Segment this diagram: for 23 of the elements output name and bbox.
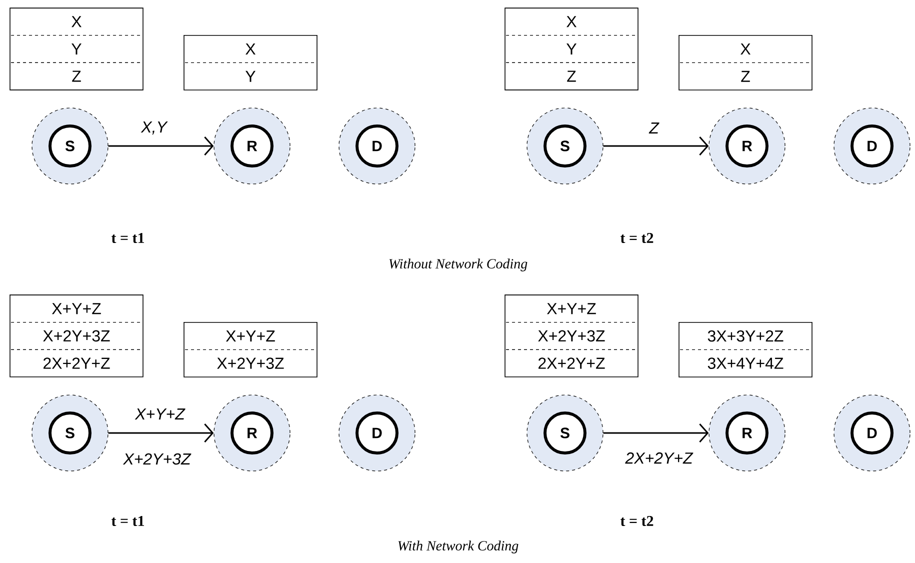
edge-label: 2X+2Y+Z xyxy=(625,452,694,464)
arrow xyxy=(603,136,709,156)
arrow xyxy=(108,424,214,442)
time-label: t = t2 xyxy=(620,232,654,244)
edge-label: X+Y+Z xyxy=(134,408,186,420)
edge-label: X,Y xyxy=(140,121,168,135)
buffer-table: X+Y+Z X+2Y+3Z xyxy=(184,322,318,378)
packet-label: X+2Y+3Z xyxy=(122,453,192,465)
caption: With Network Coding xyxy=(398,540,518,554)
time-label: t = t2 xyxy=(620,516,654,526)
caption: Without Network Coding xyxy=(389,258,528,272)
buffer-table: X+Y+Z X+2Y+3Z 2X+2Y+Z xyxy=(10,294,144,378)
buffer-table: X+Y+Z X+2Y+3Z 2X+2Y+Z xyxy=(504,294,638,378)
arrow xyxy=(603,424,709,442)
buffer-table: X Z xyxy=(678,35,812,90)
time-label: t = t1 xyxy=(111,232,144,244)
buffer-table: X Y Z xyxy=(10,8,144,90)
buffer-table: X Y Z xyxy=(504,8,638,90)
buffer-table: X Y xyxy=(184,35,318,90)
arrow xyxy=(108,136,214,156)
edge-label: Z xyxy=(648,122,660,134)
time-label: t = t1 xyxy=(111,516,144,526)
buffer-table: 3X+3Y+2Z 3X+4Y+4Z xyxy=(678,322,812,378)
